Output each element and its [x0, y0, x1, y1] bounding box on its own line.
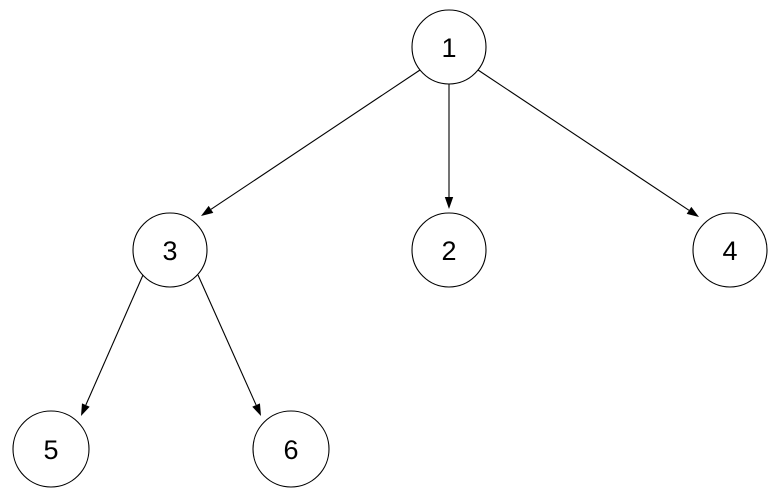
node-circle[interactable]: [252, 410, 330, 488]
node-label: 3: [162, 236, 177, 266]
graph-node-4[interactable]: 4: [692, 212, 768, 288]
edges-layer: [81, 69, 699, 416]
node-label: 5: [43, 435, 58, 465]
edge-1-to-4: [477, 69, 699, 217]
node-label: 6: [283, 435, 298, 465]
arrowhead-icon: [252, 403, 261, 416]
node-circle[interactable]: [12, 410, 90, 488]
edge-line: [85, 274, 144, 406]
node-label: 1: [441, 33, 456, 63]
arrowhead-icon: [444, 197, 454, 209]
node-label: 2: [441, 236, 456, 266]
node-label: 4: [722, 236, 737, 266]
graph-node-3[interactable]: 3: [132, 212, 208, 288]
arrowhead-icon: [201, 205, 214, 216]
node-circle[interactable]: [132, 212, 208, 288]
graph-node-5[interactable]: 5: [12, 410, 90, 488]
node-circle[interactable]: [692, 212, 768, 288]
edge-1-to-3: [201, 69, 421, 216]
edge-line: [210, 69, 421, 210]
edge-1-to-2: [444, 84, 454, 209]
node-circle[interactable]: [411, 212, 487, 288]
graph-node-1[interactable]: 1: [411, 9, 487, 85]
node-circle[interactable]: [411, 9, 487, 85]
graph-node-6[interactable]: 6: [252, 410, 330, 488]
arrowhead-icon: [686, 206, 699, 217]
edge-3-to-5: [81, 274, 144, 416]
graph-node-2[interactable]: 2: [411, 212, 487, 288]
nodes-layer: 1 3 2 4 5 6: [12, 9, 768, 488]
arrowhead-icon: [81, 403, 90, 416]
edge-line: [197, 274, 257, 406]
edge-3-to-6: [197, 274, 261, 416]
edge-line: [477, 69, 690, 211]
